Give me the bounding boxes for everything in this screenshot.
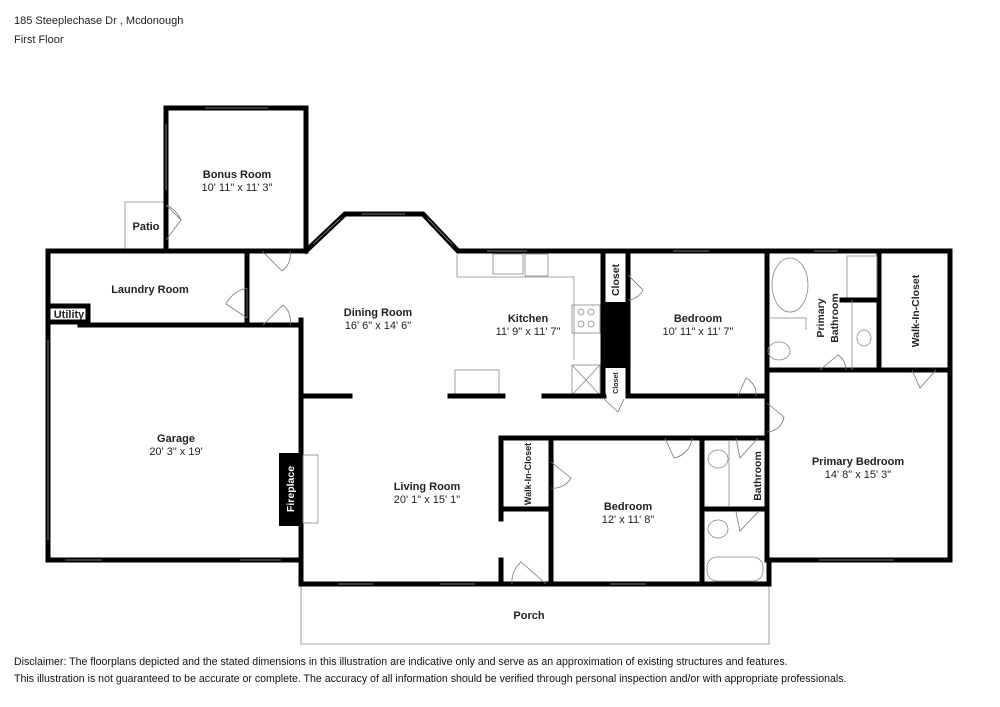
fireplace [279, 453, 319, 526]
room-name-dining-room: Dining Room [344, 307, 413, 319]
room-dims-bedroom-1: 10' 11" x 11' 7" [663, 326, 734, 338]
room-name-walk-in-closet-primary: Walk-In-Closet [910, 274, 922, 347]
garage-walls [298, 322, 353, 563]
room-labels: Bonus Room 10' 11" x 11' 3" Patio Laundr… [54, 169, 922, 622]
room-name-kitchen: Kitchen [508, 313, 549, 325]
room-dims-bedroom-2: 12' x 11' 8" [602, 514, 655, 526]
room-name-walk-in-closet-bedroom-2: Walk-In-Closet [523, 443, 533, 505]
room-dims-garage: 20' 3" x 19' [149, 446, 202, 458]
bonus-room-walls [163, 105, 309, 254]
interior-walls [447, 248, 953, 587]
room-name-bathroom: Bathroom [752, 451, 764, 501]
room-dims-primary-bedroom: 14' 8" x 15' 3" [825, 469, 892, 481]
room-name-fireplace: Fireplace [285, 466, 297, 512]
patio [124, 201, 166, 251]
room-name-kitchen-closet-small: Closet [613, 372, 620, 394]
room-name-utility: Utility [54, 309, 85, 321]
disclaimer-line-2: This illustration is not guaranteed to b… [14, 673, 847, 685]
room-name-primary-bathroom-line2: Bathroom [829, 293, 841, 343]
room-dims-kitchen: 11' 9" x 11' 7" [496, 326, 561, 338]
room-dims-dining-room: 16' 6" x 14' 6" [345, 320, 412, 332]
room-name-primary-bathroom-line1: Primary [815, 298, 827, 337]
porch [300, 586, 770, 645]
room-name-patio: Patio [133, 221, 160, 233]
room-dims-living-room: 20' 1" x 15' 1" [394, 494, 461, 506]
kitchen-fixtures [454, 253, 601, 397]
exterior-walls [45, 211, 953, 587]
room-name-kitchen-closet: Closet [610, 263, 622, 296]
room-name-bedroom-2: Bedroom [604, 501, 653, 513]
room-dims-bonus-room: 10' 11" x 11' 3" [202, 182, 273, 194]
room-name-garage: Garage [157, 433, 195, 445]
windows [47, 213, 894, 585]
property-address: 185 Steeplechase Dr , Mcdonough [14, 15, 184, 27]
room-name-living-room: Living Room [394, 481, 461, 493]
room-name-primary-bedroom: Primary Bedroom [812, 456, 905, 468]
laundry-walls [45, 204, 303, 328]
room-name-bedroom-1: Bedroom [674, 313, 723, 325]
room-name-bonus-room: Bonus Room [203, 169, 272, 181]
disclaimer-line-1: Disclaimer: The floorplans depicted and … [14, 656, 788, 668]
room-name-porch: Porch [513, 610, 544, 622]
room-name-laundry-room: Laundry Room [111, 284, 189, 296]
floor-label: First Floor [14, 34, 64, 46]
